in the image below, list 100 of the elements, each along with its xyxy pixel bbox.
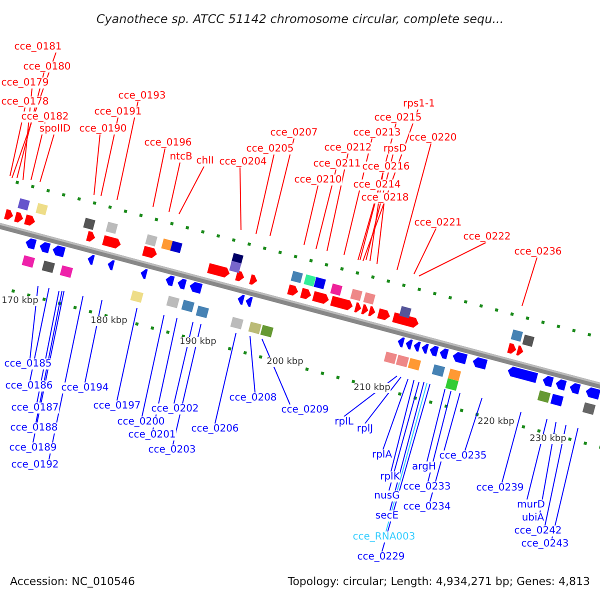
leader-line xyxy=(396,143,432,270)
gene-label: ubiA xyxy=(522,512,544,524)
leader-line xyxy=(178,166,204,214)
gene-label: argH xyxy=(412,462,436,472)
gene-label: cce_0188 xyxy=(10,422,58,434)
leader-line xyxy=(428,390,452,482)
gene-label: secE xyxy=(375,510,399,522)
leader-line xyxy=(418,242,486,276)
gene-label: spoIID xyxy=(39,124,71,134)
gene-label: cce_0185 xyxy=(4,358,52,370)
gene-label: cce_0205 xyxy=(246,144,294,154)
scale-label: 230 kbp xyxy=(530,434,566,444)
scale-label: 210 kbp xyxy=(354,383,390,393)
gene-label: cce_0182 xyxy=(21,112,69,122)
gene-label: cce_0196 xyxy=(144,138,192,148)
leader-line xyxy=(30,286,38,359)
leader-line xyxy=(174,322,194,404)
leader-line xyxy=(304,185,318,246)
gene-label: rplJ xyxy=(356,424,374,434)
gene-label: cce_0204 xyxy=(219,156,267,168)
summary-text: Topology: circular; Length: 4,934,271 bp; Genes: 4,813 xyxy=(288,575,590,588)
gene-label: rplL xyxy=(334,416,354,428)
gene-label: rplK xyxy=(380,472,400,482)
scale-label: 180 kbp xyxy=(90,316,128,326)
gene-label: cce_0236 xyxy=(514,246,562,258)
scale-label: 220 kbp xyxy=(478,417,514,427)
gene-label: cce_0220 xyxy=(409,132,457,144)
gene-label: cce_0229 xyxy=(357,552,405,562)
leader-line xyxy=(142,314,164,417)
gene-label: murD xyxy=(517,500,545,510)
leader-line xyxy=(390,382,424,511)
gene-label: cce_0186 xyxy=(5,380,53,392)
gene-label: cce_0218 xyxy=(361,192,409,204)
gene-label: cce_0216 xyxy=(362,162,410,172)
leader-line xyxy=(116,308,138,401)
accession-text: Accession: NC_010546 xyxy=(10,575,136,588)
gene-label: cce_0194 xyxy=(61,382,109,394)
leader-line xyxy=(250,336,256,393)
scale-label: 200 kbp xyxy=(266,357,304,367)
gene-label: ntcB xyxy=(170,152,192,162)
gene-label: cce_0203 xyxy=(148,444,196,456)
gene-label: cce_0210 xyxy=(294,174,342,186)
gene-label: cce_0189 xyxy=(9,442,57,454)
gene-label: cce_0197 xyxy=(93,400,141,412)
gene-label: nusG xyxy=(374,490,400,502)
leader-line xyxy=(100,117,118,196)
leader-line xyxy=(84,300,102,383)
gene-label: cce_0215 xyxy=(374,112,422,124)
leader-line xyxy=(502,412,522,483)
leader-line xyxy=(376,203,384,264)
leader-line xyxy=(326,153,348,252)
leader-line xyxy=(152,148,166,208)
leader-line xyxy=(414,228,436,274)
gene-label: cce_0181 xyxy=(14,42,62,52)
gene-label: cce_RNA003 xyxy=(352,532,416,542)
gene-label: cce_0202 xyxy=(151,404,199,414)
gene-label: cce_0206 xyxy=(191,424,239,434)
gene-label: cce_0179 xyxy=(1,78,49,88)
leader-line xyxy=(426,388,446,462)
gene-label: cce_0212 xyxy=(324,142,372,154)
gene-label: cce_0200 xyxy=(117,416,165,428)
gene-label: cce_0178 xyxy=(1,96,49,108)
leader-line xyxy=(386,382,428,532)
leader-line xyxy=(30,288,50,381)
gene-label: cce_0214 xyxy=(353,180,401,190)
gene-label: cce_0208 xyxy=(229,392,277,404)
gene-label: rplA xyxy=(372,450,392,460)
scale-label: 190 kbp xyxy=(180,337,216,347)
gene-label: cce_0180 xyxy=(23,62,71,72)
gene-label: cce_0207 xyxy=(270,128,318,138)
gene-label: cce_0233 xyxy=(403,482,451,492)
gene-label: cce_0234 xyxy=(403,502,451,512)
leader-line xyxy=(262,338,290,405)
scale-label: 170 kbp xyxy=(2,296,38,306)
leader-line xyxy=(526,418,548,500)
leader-line xyxy=(94,134,100,196)
gene-label: cce_0187 xyxy=(11,402,59,414)
leader-line xyxy=(552,428,578,539)
leader-line xyxy=(116,101,138,200)
leader-line xyxy=(270,138,294,236)
title: Cyanothece sp. ATCC 51142 chromosome circular, complete sequ... xyxy=(96,12,504,26)
gene-label: cce_0209 xyxy=(281,404,329,416)
gene-label: cce_0243 xyxy=(521,538,569,550)
gene-label: cce_0190 xyxy=(79,124,127,134)
leader-line xyxy=(388,382,420,491)
gene-label: rps1-1 xyxy=(403,98,435,110)
leader-line xyxy=(464,398,482,451)
gene-label: cce_0201 xyxy=(128,430,176,440)
leader-line xyxy=(544,424,566,526)
leader-line xyxy=(214,332,236,424)
gene-label: cce_0192 xyxy=(11,460,59,470)
leader-line xyxy=(256,154,274,234)
leader-line xyxy=(390,380,414,472)
gene-label: chlI xyxy=(196,156,214,166)
gene-label: cce_0211 xyxy=(313,158,361,170)
gene-label: rpsD xyxy=(383,144,407,154)
gene-label: cce_0239 xyxy=(476,482,524,494)
leader-line xyxy=(240,167,242,230)
gene-label: cce_0235 xyxy=(439,450,487,462)
leader-line xyxy=(168,162,180,212)
